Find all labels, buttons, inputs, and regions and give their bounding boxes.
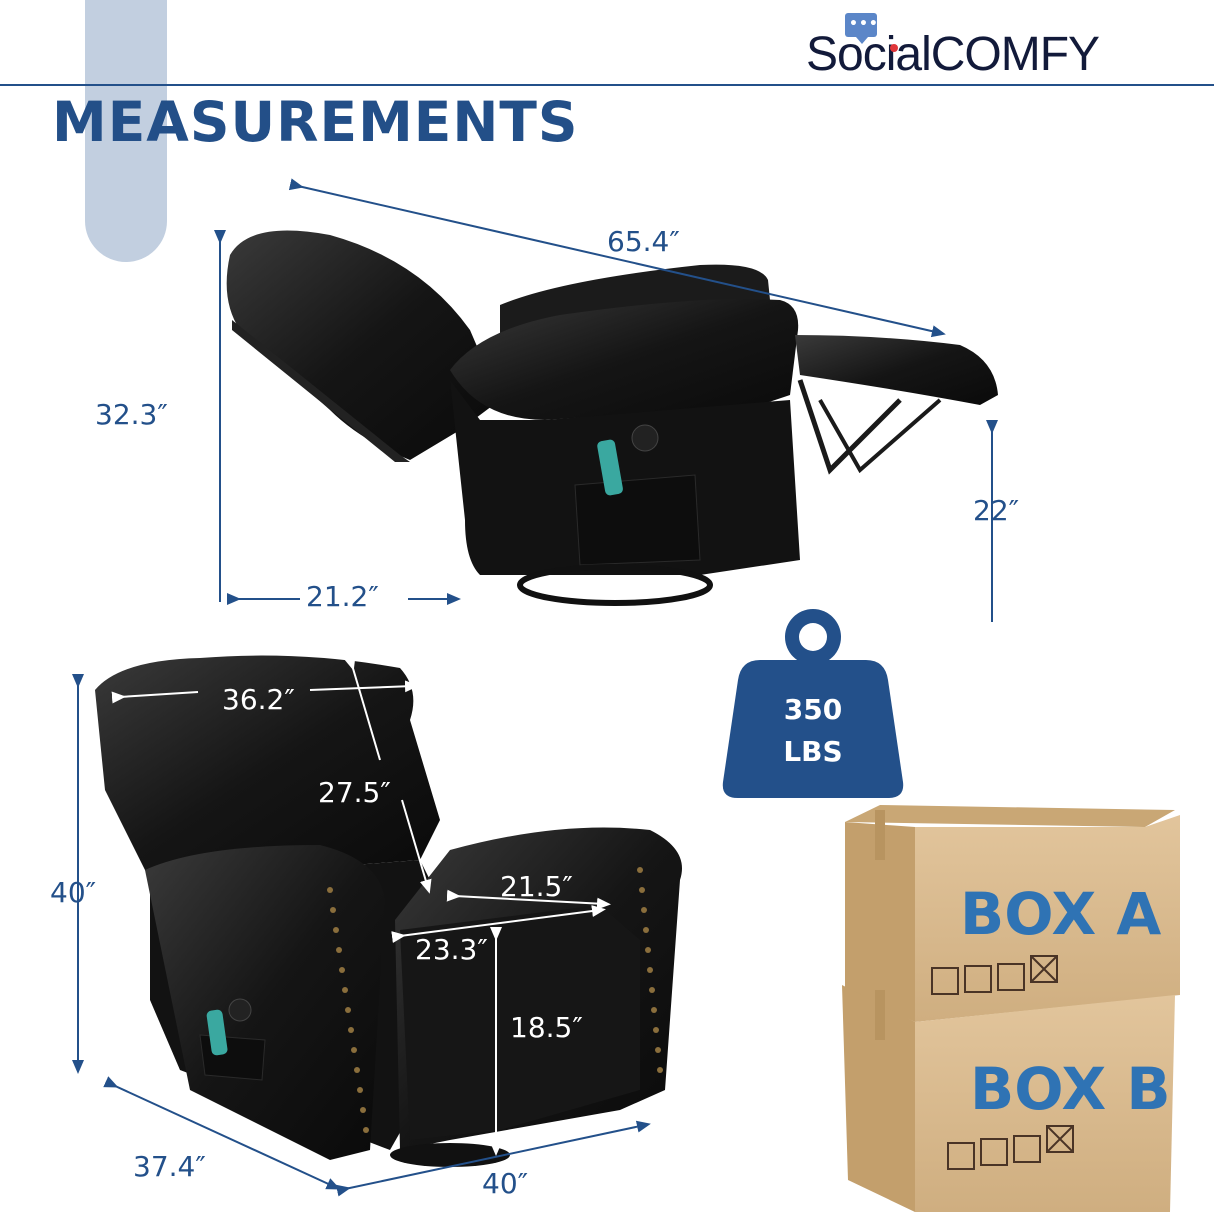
weight-capacity-unit: LBS: [783, 735, 843, 768]
chat-bubble-icon: [845, 13, 877, 44]
dimension-total-height: 40″: [50, 876, 97, 909]
reclined-chair-image: [226, 230, 998, 606]
brand-name-part2: COMFY: [930, 28, 1100, 81]
weight-icon: [722, 609, 904, 798]
weight-capacity-value: 350: [783, 693, 843, 726]
dimension-footrest-height: 22″: [973, 494, 1020, 527]
shipping-boxes-image: [842, 805, 1180, 1212]
dimension-backrest-height: 27.5″: [318, 776, 391, 809]
dimension-reclined-height: 32.3″: [95, 398, 168, 431]
dimension-seat-height: 18.5″: [510, 1011, 583, 1044]
brand-name-part1: Social: [806, 28, 932, 81]
dimension-width: 40″: [482, 1167, 529, 1200]
accent-pill-decoration: [85, 0, 167, 262]
brand-logo: SocialCOMFY: [806, 28, 1100, 81]
dimension-backrest-width: 36.2″: [222, 683, 295, 716]
dimension-depth: 37.4″: [133, 1150, 206, 1183]
header-divider: [0, 84, 1214, 86]
dimension-seat-width: 21.5″: [500, 870, 573, 903]
bubble-dots: •••: [849, 16, 879, 32]
dimension-seat-depth: 23.3″: [415, 933, 488, 966]
dimension-reclined-depth: 21.2″: [306, 580, 379, 613]
logo-red-dot: [890, 44, 898, 52]
box-b-label: BOX B: [970, 1055, 1171, 1123]
page-title: MEASUREMENTS: [52, 90, 579, 154]
dimension-total-length: 65.4″: [607, 225, 680, 258]
box-a-label: BOX A: [960, 880, 1162, 948]
